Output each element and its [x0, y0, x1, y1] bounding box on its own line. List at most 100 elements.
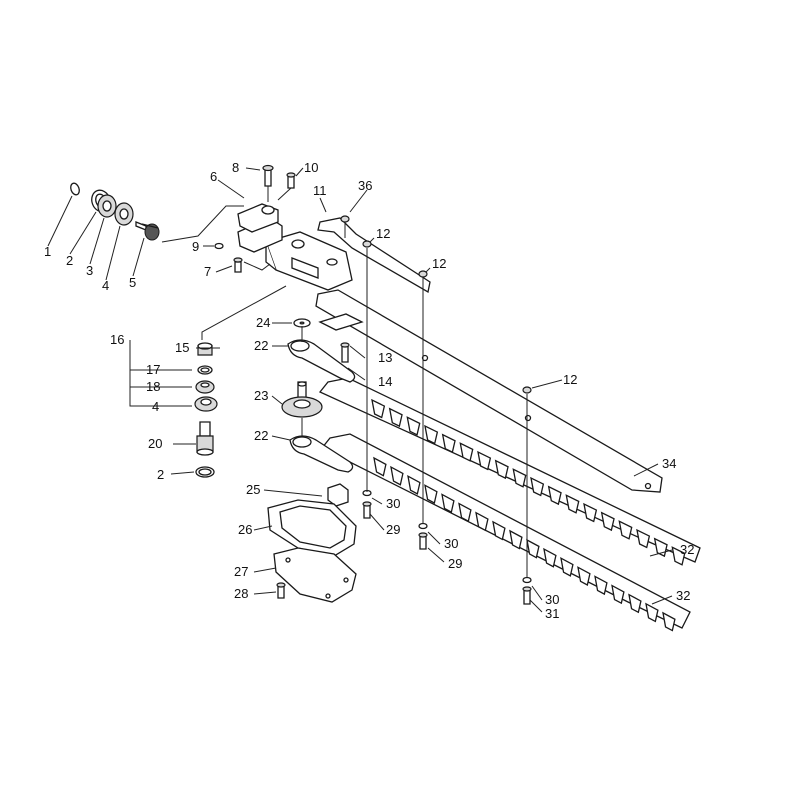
blade-teeth: [371, 398, 686, 632]
nut-12b: [418, 270, 428, 278]
callout-3: 3: [86, 263, 93, 278]
callout-20: 20: [148, 436, 162, 451]
callout-2-b: 2: [157, 467, 164, 482]
blade-tooth: [628, 593, 642, 614]
washer-24: [293, 318, 311, 328]
blade-tooth: [577, 566, 591, 586]
callout-5: 5: [129, 275, 136, 290]
blade-tooth: [662, 611, 676, 632]
callout-16: 16: [110, 332, 124, 347]
callout-32-b: 32: [676, 588, 690, 603]
bearing-4: [114, 202, 134, 226]
blade-tooth: [388, 407, 403, 428]
bolt-29a: [362, 501, 372, 519]
blade-tooth: [530, 476, 545, 497]
blade-tooth: [406, 416, 421, 436]
connecting-rod-lower: [289, 435, 354, 473]
bearing-18: [195, 380, 215, 394]
callout-labels: 1 2 3 4 5 6 8 10 11 36 9 7 12 12 12 24 1…: [44, 160, 694, 621]
blade-tooth: [583, 502, 598, 523]
blade-tooth: [547, 485, 562, 506]
screw-28: [276, 582, 286, 599]
blade-tooth: [407, 475, 421, 495]
blade-tooth: [494, 459, 509, 480]
blade-tooth: [459, 442, 474, 462]
blade-tooth: [371, 398, 386, 419]
callout-29-a: 29: [386, 522, 400, 537]
callout-12-a: 12: [376, 226, 390, 241]
blade-tooth: [671, 546, 686, 566]
callout-28: 28: [234, 586, 248, 601]
spacer-25: [327, 483, 349, 507]
callout-18: 18: [146, 379, 160, 394]
snap-ring-17: [197, 365, 213, 375]
callout-24: 24: [256, 315, 270, 330]
callout-22-a: 22: [254, 338, 268, 353]
blade-tooth: [600, 511, 615, 532]
callout-31: 31: [545, 606, 559, 621]
needle-bearing: [197, 342, 213, 356]
blade-tooth: [492, 520, 506, 541]
gear-shaft: [135, 221, 160, 241]
blade-tooth: [636, 528, 651, 549]
nut-12a: [362, 240, 372, 248]
callout-17: 17: [146, 362, 160, 377]
blade-tooth: [565, 494, 580, 514]
blade-tooth: [424, 484, 438, 504]
callout-10: 10: [304, 160, 318, 175]
callout-36: 36: [358, 178, 372, 193]
callout-32-a: 32: [680, 542, 694, 557]
callout-1: 1: [44, 244, 51, 259]
retaining-ring-1: [70, 182, 80, 196]
pinion-shaft: [196, 421, 214, 456]
callout-14: 14: [378, 374, 392, 389]
callout-30-c: 30: [545, 592, 559, 607]
nut-36: [340, 215, 350, 223]
callout-25: 25: [246, 482, 260, 497]
bolt-29b: [418, 532, 428, 550]
leader-lines: [47, 167, 673, 613]
cover-gasket: [267, 499, 357, 557]
blade-tooth: [373, 456, 387, 477]
blade-tooth: [594, 575, 608, 596]
plate: [318, 313, 364, 331]
blade-tooth: [560, 557, 574, 577]
nut-12c: [522, 386, 532, 394]
blade-tooth: [475, 511, 489, 532]
callout-30-b: 30: [444, 536, 458, 551]
callout-11: 11: [313, 183, 327, 198]
blade-tooth: [390, 465, 404, 486]
bolt-31: [522, 586, 532, 605]
callout-4: 4: [102, 278, 109, 293]
blade-tooth: [526, 538, 540, 559]
blade-tooth: [618, 520, 633, 540]
callout-22-b: 22: [254, 428, 268, 443]
bolt-8: [262, 164, 274, 187]
grease-fitting-10: [286, 172, 296, 189]
cover-plate: [273, 547, 357, 603]
callout-12-c: 12: [563, 372, 577, 387]
blade-tooth: [477, 450, 492, 471]
crank-gear: [281, 381, 323, 418]
callout-4-b: 4: [152, 399, 159, 414]
callout-27: 27: [234, 564, 248, 579]
callout-30-a: 30: [386, 496, 400, 511]
callout-2: 2: [66, 253, 73, 268]
bolt-7: [233, 257, 243, 273]
callout-13: 13: [378, 350, 392, 365]
retaining-ring-2-lower: [195, 466, 215, 478]
callout-12-b: 12: [432, 256, 446, 271]
blade-tooth: [441, 493, 455, 514]
bearing-4-lower: [194, 396, 218, 412]
assembly-guide-lines: [161, 186, 528, 578]
callout-7: 7: [204, 264, 211, 279]
bearing-3: [97, 194, 117, 218]
callout-29-b: 29: [448, 556, 462, 571]
blade-tooth: [424, 424, 439, 445]
blade-tooth: [458, 502, 472, 523]
blade-tooth: [543, 547, 557, 568]
callout-23: 23: [254, 388, 268, 403]
callout-26: 26: [238, 522, 252, 537]
washer-9: [214, 242, 224, 250]
